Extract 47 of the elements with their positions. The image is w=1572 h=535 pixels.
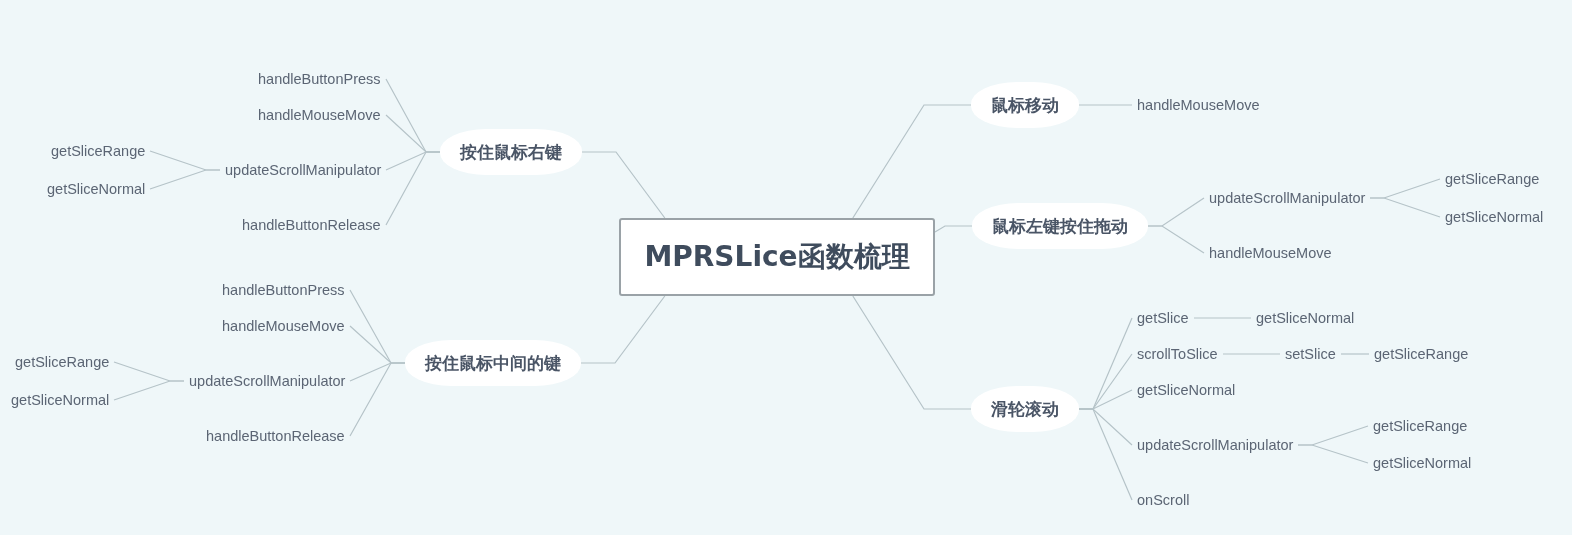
topic-bubble: 按住鼠标中间的键 (405, 340, 581, 386)
leaf-label: scrollToSlice (1132, 345, 1223, 363)
leaf-label: handleMouseMove (1132, 96, 1265, 114)
leaf-label: updateScrollManipulator (220, 161, 387, 179)
leaf-label: getSliceNormal (1368, 454, 1477, 472)
topic-bubble: 按住鼠标右键 (440, 129, 582, 175)
leaf-label: onScroll (1132, 491, 1195, 509)
branch-line (1297, 444, 1369, 464)
branch-line (1147, 225, 1205, 254)
leaf-label: getSliceNormal (1132, 381, 1241, 399)
leaf-label: getSliceRange (1368, 417, 1473, 435)
branch-line (1078, 408, 1133, 501)
leaf-label: updateScrollManipulator (1204, 189, 1371, 207)
topic-bubble: 鼠标左键按住拖动 (972, 203, 1148, 249)
branch-line (581, 151, 666, 219)
branch-line (852, 295, 972, 410)
leaf-label: updateScrollManipulator (184, 372, 351, 390)
branch-line (349, 362, 406, 437)
leaf-label: handleMouseMove (253, 106, 386, 124)
branch-line (1340, 353, 1370, 355)
leaf-label: getSliceNormal (1251, 309, 1360, 327)
leaf-label: getSliceRange (1369, 345, 1474, 363)
leaf-label: handleButtonRelease (237, 216, 386, 234)
branch-line (852, 104, 972, 219)
topic-bubble: 滑轮滚动 (971, 386, 1079, 432)
leaf-label: handleButtonPress (253, 70, 386, 88)
leaf-label: getSlice (1132, 309, 1194, 327)
leaf-label: getSliceNormal (1440, 208, 1549, 226)
leaf-label: getSliceRange (10, 353, 115, 371)
leaf-label: handleButtonPress (217, 281, 350, 299)
leaf-label: getSliceNormal (6, 391, 115, 409)
branch-line (385, 151, 441, 226)
topic-bubble: 鼠标移动 (971, 82, 1079, 128)
branch-line (934, 225, 973, 233)
leaf-label: updateScrollManipulator (1132, 436, 1299, 454)
leaf-label: handleButtonRelease (201, 427, 350, 445)
leaf-label: handleMouseMove (1204, 244, 1337, 262)
branch-line (580, 295, 666, 364)
leaf-label: getSliceNormal (42, 180, 151, 198)
leaf-label: handleMouseMove (217, 317, 350, 335)
branch-line (149, 169, 221, 190)
leaf-label: getSliceRange (46, 142, 151, 160)
branch-line (1369, 197, 1441, 218)
leaf-label: setSlice (1280, 345, 1341, 363)
leaf-label: getSliceRange (1440, 170, 1545, 188)
central-topic-box: MPRSLice函数梳理 (619, 218, 935, 296)
branch-line (113, 380, 185, 401)
